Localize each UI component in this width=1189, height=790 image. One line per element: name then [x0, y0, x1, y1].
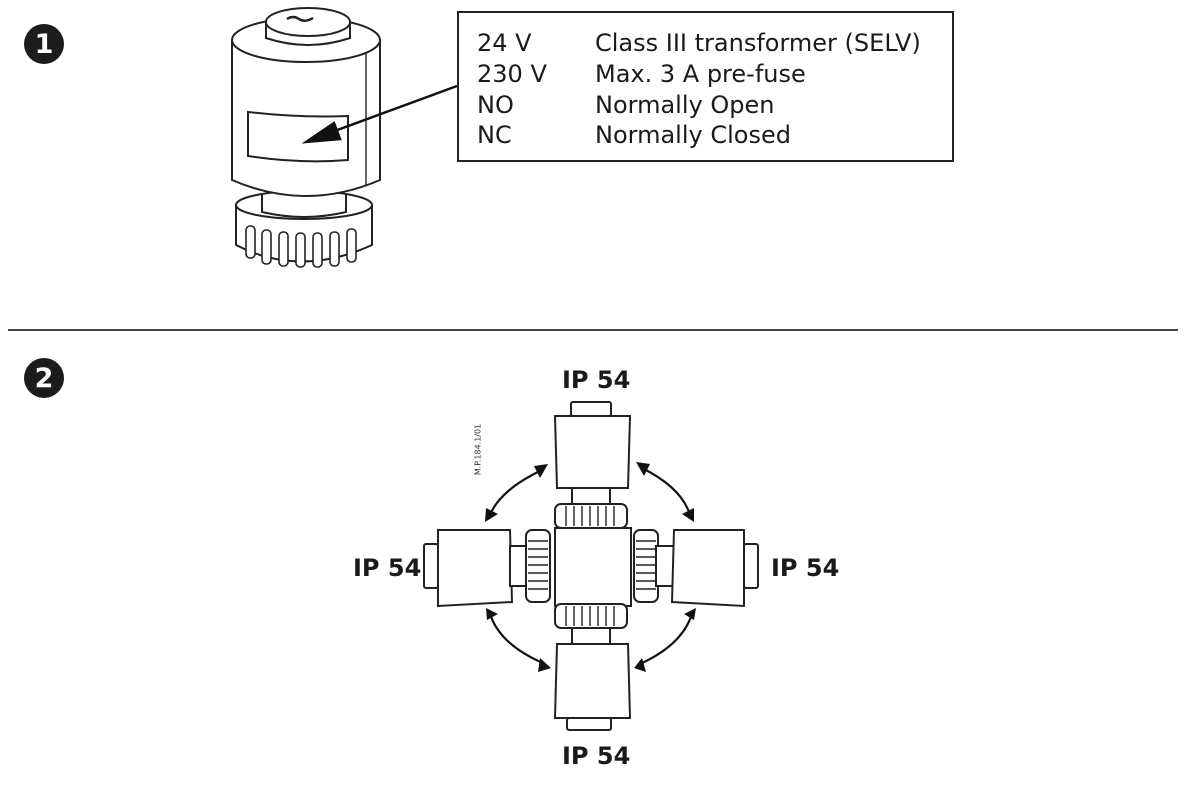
ip-rating-top: IP 54 [562, 366, 631, 394]
actuator-illustration [231, 7, 381, 268]
section-2-badge: 2 [24, 358, 64, 398]
spec-code: 24 V [477, 29, 532, 57]
rotation-arrowheads [485, 462, 696, 672]
specification-label-box: 24 V Class III transformer (SELV) 230 V … [457, 11, 954, 162]
spec-code: 230 V [477, 60, 547, 88]
spec-description: Normally Open [595, 91, 775, 119]
spec-description: Class III transformer (SELV) [595, 29, 921, 57]
orientation-illustration [423, 401, 759, 731]
ip-rating-bottom: IP 54 [562, 742, 631, 770]
ip-rating-left: IP 54 [353, 554, 422, 582]
spec-code: NC [477, 121, 512, 149]
spec-description: Max. 3 A pre-fuse [595, 60, 806, 88]
spec-description: Normally Closed [595, 121, 791, 149]
section-divider [8, 329, 1178, 331]
drawing-reference-code: M.P.184.1/01 [473, 423, 483, 476]
label-pointer-arrow [301, 84, 458, 144]
rotation-arrows [488, 467, 694, 666]
spec-code: NO [477, 91, 514, 119]
ip-rating-right: IP 54 [771, 554, 840, 582]
section-1-badge: 1 [24, 24, 64, 64]
